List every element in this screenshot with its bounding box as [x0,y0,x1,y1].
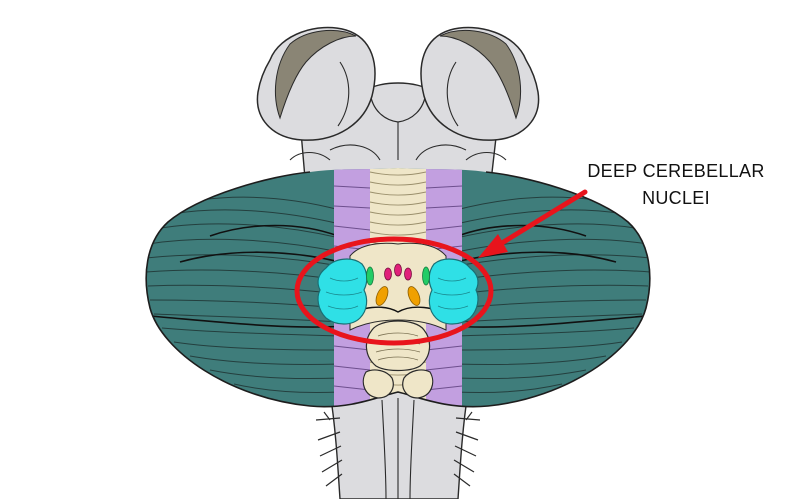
red-arrow-icon [478,189,588,258]
deep-cerebellar-nuclei [317,258,479,325]
left-cerebral-peduncle [256,26,376,141]
right-cerebral-peduncle [420,26,540,141]
fastigial-nucleus-center [394,263,402,277]
right-emboliform-nucleus [422,266,430,286]
left-emboliform-nucleus [366,266,374,286]
fastigial-nucleus-right [404,267,412,281]
annotation-label-line-2: NUCLEI [642,188,710,208]
right-globose-nucleus [407,286,421,306]
highlight-ellipse [294,236,494,346]
left-dentate-nucleus [317,258,368,325]
fourth-ventricle-region [345,242,451,399]
hemisphere-folia [146,196,650,394]
spinal-cord [315,391,481,500]
right-dentate-nucleus [428,258,479,325]
left-globose-nucleus [375,286,389,306]
fastigial-nucleus-left [384,267,392,281]
annotation-label-line-1: DEEP CEREBELLAR [587,161,765,181]
